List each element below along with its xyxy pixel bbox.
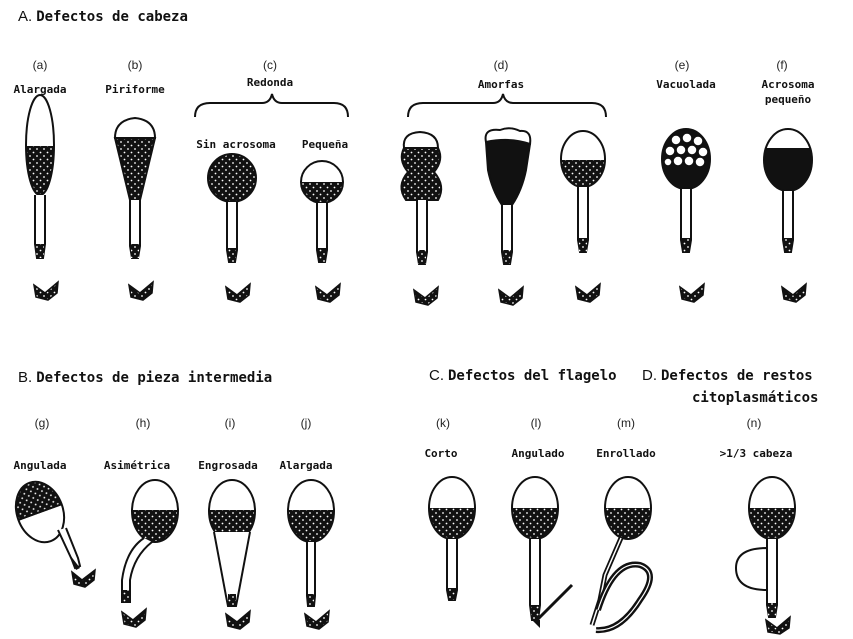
- sperm-amorfa-2: [486, 128, 531, 305]
- sperm-corto: [427, 477, 479, 600]
- bracket-amorfas: [408, 94, 606, 117]
- sperm-engrosada: [207, 480, 259, 629]
- sperm-alargada-pieza: [286, 480, 338, 629]
- sperm-angulada: [5, 472, 95, 587]
- sperm-asimetrica: [122, 480, 182, 627]
- sperm-sin-acrosoma: [208, 154, 256, 302]
- sperm-acrosoma-pequeno: [762, 129, 814, 302]
- sperm-enrollado: [592, 477, 655, 630]
- sperm-alargada: [20, 95, 60, 300]
- sperm-piriforme: [115, 118, 155, 300]
- sperm-amorfa-1: [401, 132, 441, 305]
- sperm-pequena: [301, 161, 343, 302]
- sperm-amorfa-3: [558, 131, 608, 302]
- sperm-resto-citoplasmatico: [736, 477, 799, 634]
- sperm-angulado: [510, 477, 572, 628]
- bracket-redonda: [195, 94, 348, 117]
- sperm-vacuolada: [660, 128, 712, 302]
